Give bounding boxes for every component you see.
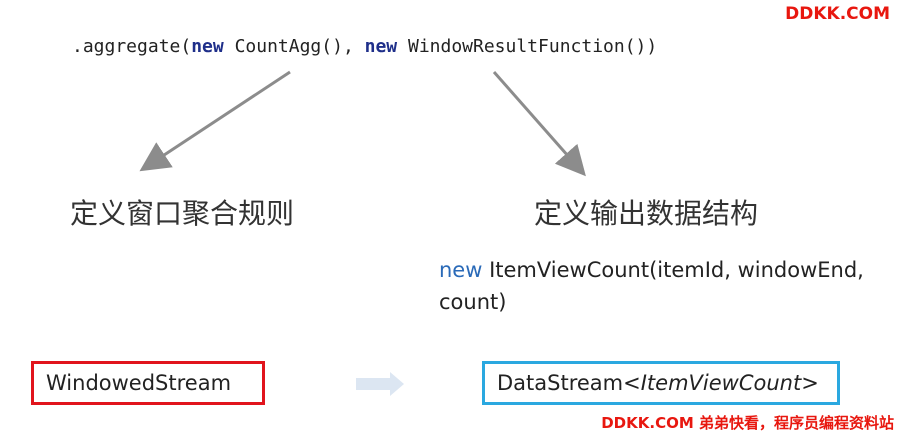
data-stream-suffix: > — [801, 371, 819, 395]
new-keyword: new — [439, 258, 483, 282]
label-define-window-aggregation: 定义窗口聚合规则 — [70, 197, 295, 230]
watermark-top: DDKK.COM — [785, 4, 890, 24]
code-part-2: CountAgg(), — [223, 36, 365, 57]
item-view-count-expression: new ItemViewCount(itemId, windowEnd, cou… — [439, 254, 894, 318]
code-keyword-new-2: new — [364, 36, 398, 57]
constructor-call: ItemViewCount(itemId, windowEnd, count) — [439, 258, 864, 314]
windowed-stream-label: WindowedStream — [46, 371, 232, 395]
data-stream-prefix: DataStream< — [497, 371, 641, 395]
code-part-1: .aggregate( — [72, 36, 192, 57]
code-part-3: WindowResultFunction()) — [397, 36, 658, 57]
aggregate-code-line: .aggregate(new CountAgg(), new WindowRes… — [72, 36, 657, 57]
data-stream-type: ItemViewCount — [640, 371, 802, 395]
data-stream-box: DataStream<ItemViewCount> — [482, 361, 840, 405]
watermark-bottom: DDKK.COM 弟弟快看，程序员编程资料站 — [601, 414, 894, 432]
code-keyword-new-1: new — [191, 36, 224, 57]
label-define-output-structure: 定义输出数据结构 — [534, 197, 759, 230]
arrow-to-left-label — [139, 70, 291, 172]
arrow-to-right-label — [492, 71, 586, 177]
windowed-stream-box: WindowedStream — [31, 361, 265, 405]
flow-arrow-icon — [356, 372, 404, 396]
